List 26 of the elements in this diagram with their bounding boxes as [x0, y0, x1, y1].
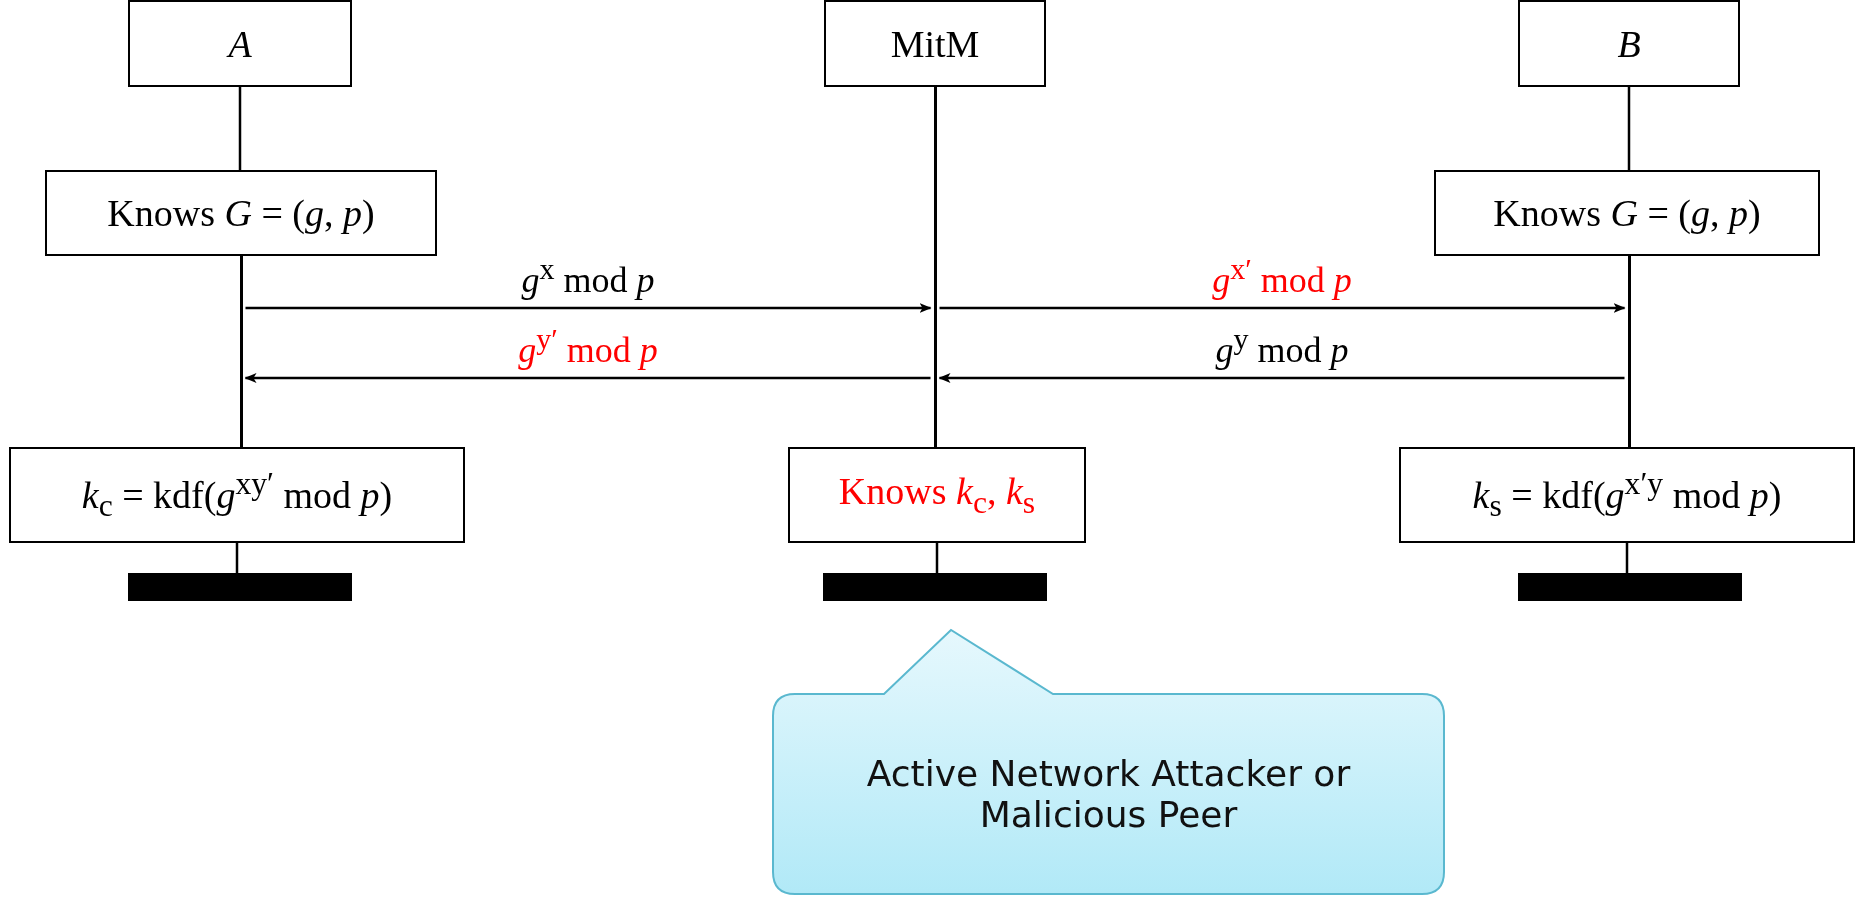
state-box: Knows k$_{c}$, k$_{s}$	[788, 447, 1086, 543]
lifeline-segment	[1627, 87, 1631, 170]
speech-bubble	[772, 629, 1445, 895]
lifeline-segment	[238, 87, 242, 170]
participant-box: MitM	[824, 0, 1046, 87]
state-box: k$_{s}$ = kdf(g$^{x′y}$ mod p)	[1399, 447, 1855, 543]
lifeline-end-bar	[1518, 573, 1742, 601]
state-box: Knows G = (g, p)	[45, 170, 437, 256]
edge-label: g$^{x′}$ mod p	[1212, 252, 1352, 301]
message-arrow	[244, 373, 931, 383]
message-arrow	[938, 373, 1625, 383]
lifeline-end-bar	[128, 573, 352, 601]
lifeline-segment	[1625, 543, 1629, 573]
message-arrow	[245, 303, 932, 313]
participant-box: B	[1518, 0, 1740, 87]
edge-label: g$^{y′}$ mod p	[518, 322, 658, 371]
lifeline-end-bar	[823, 573, 1047, 601]
edge-label: g$^{x}$ mod p	[521, 252, 655, 301]
lifeline-segment	[935, 543, 939, 573]
message-arrow	[939, 303, 1626, 313]
state-box: Knows G = (g, p)	[1434, 170, 1820, 256]
lifeline-segment	[235, 543, 239, 573]
callout-text: Active Network Attacker or Malicious Peer	[865, 752, 1352, 837]
participant-box: A	[128, 0, 352, 87]
state-box: k$_{c}$ = kdf(g$^{xy′}$ mod p)	[9, 447, 465, 543]
edge-label: g$^{y}$ mod p	[1215, 322, 1349, 371]
